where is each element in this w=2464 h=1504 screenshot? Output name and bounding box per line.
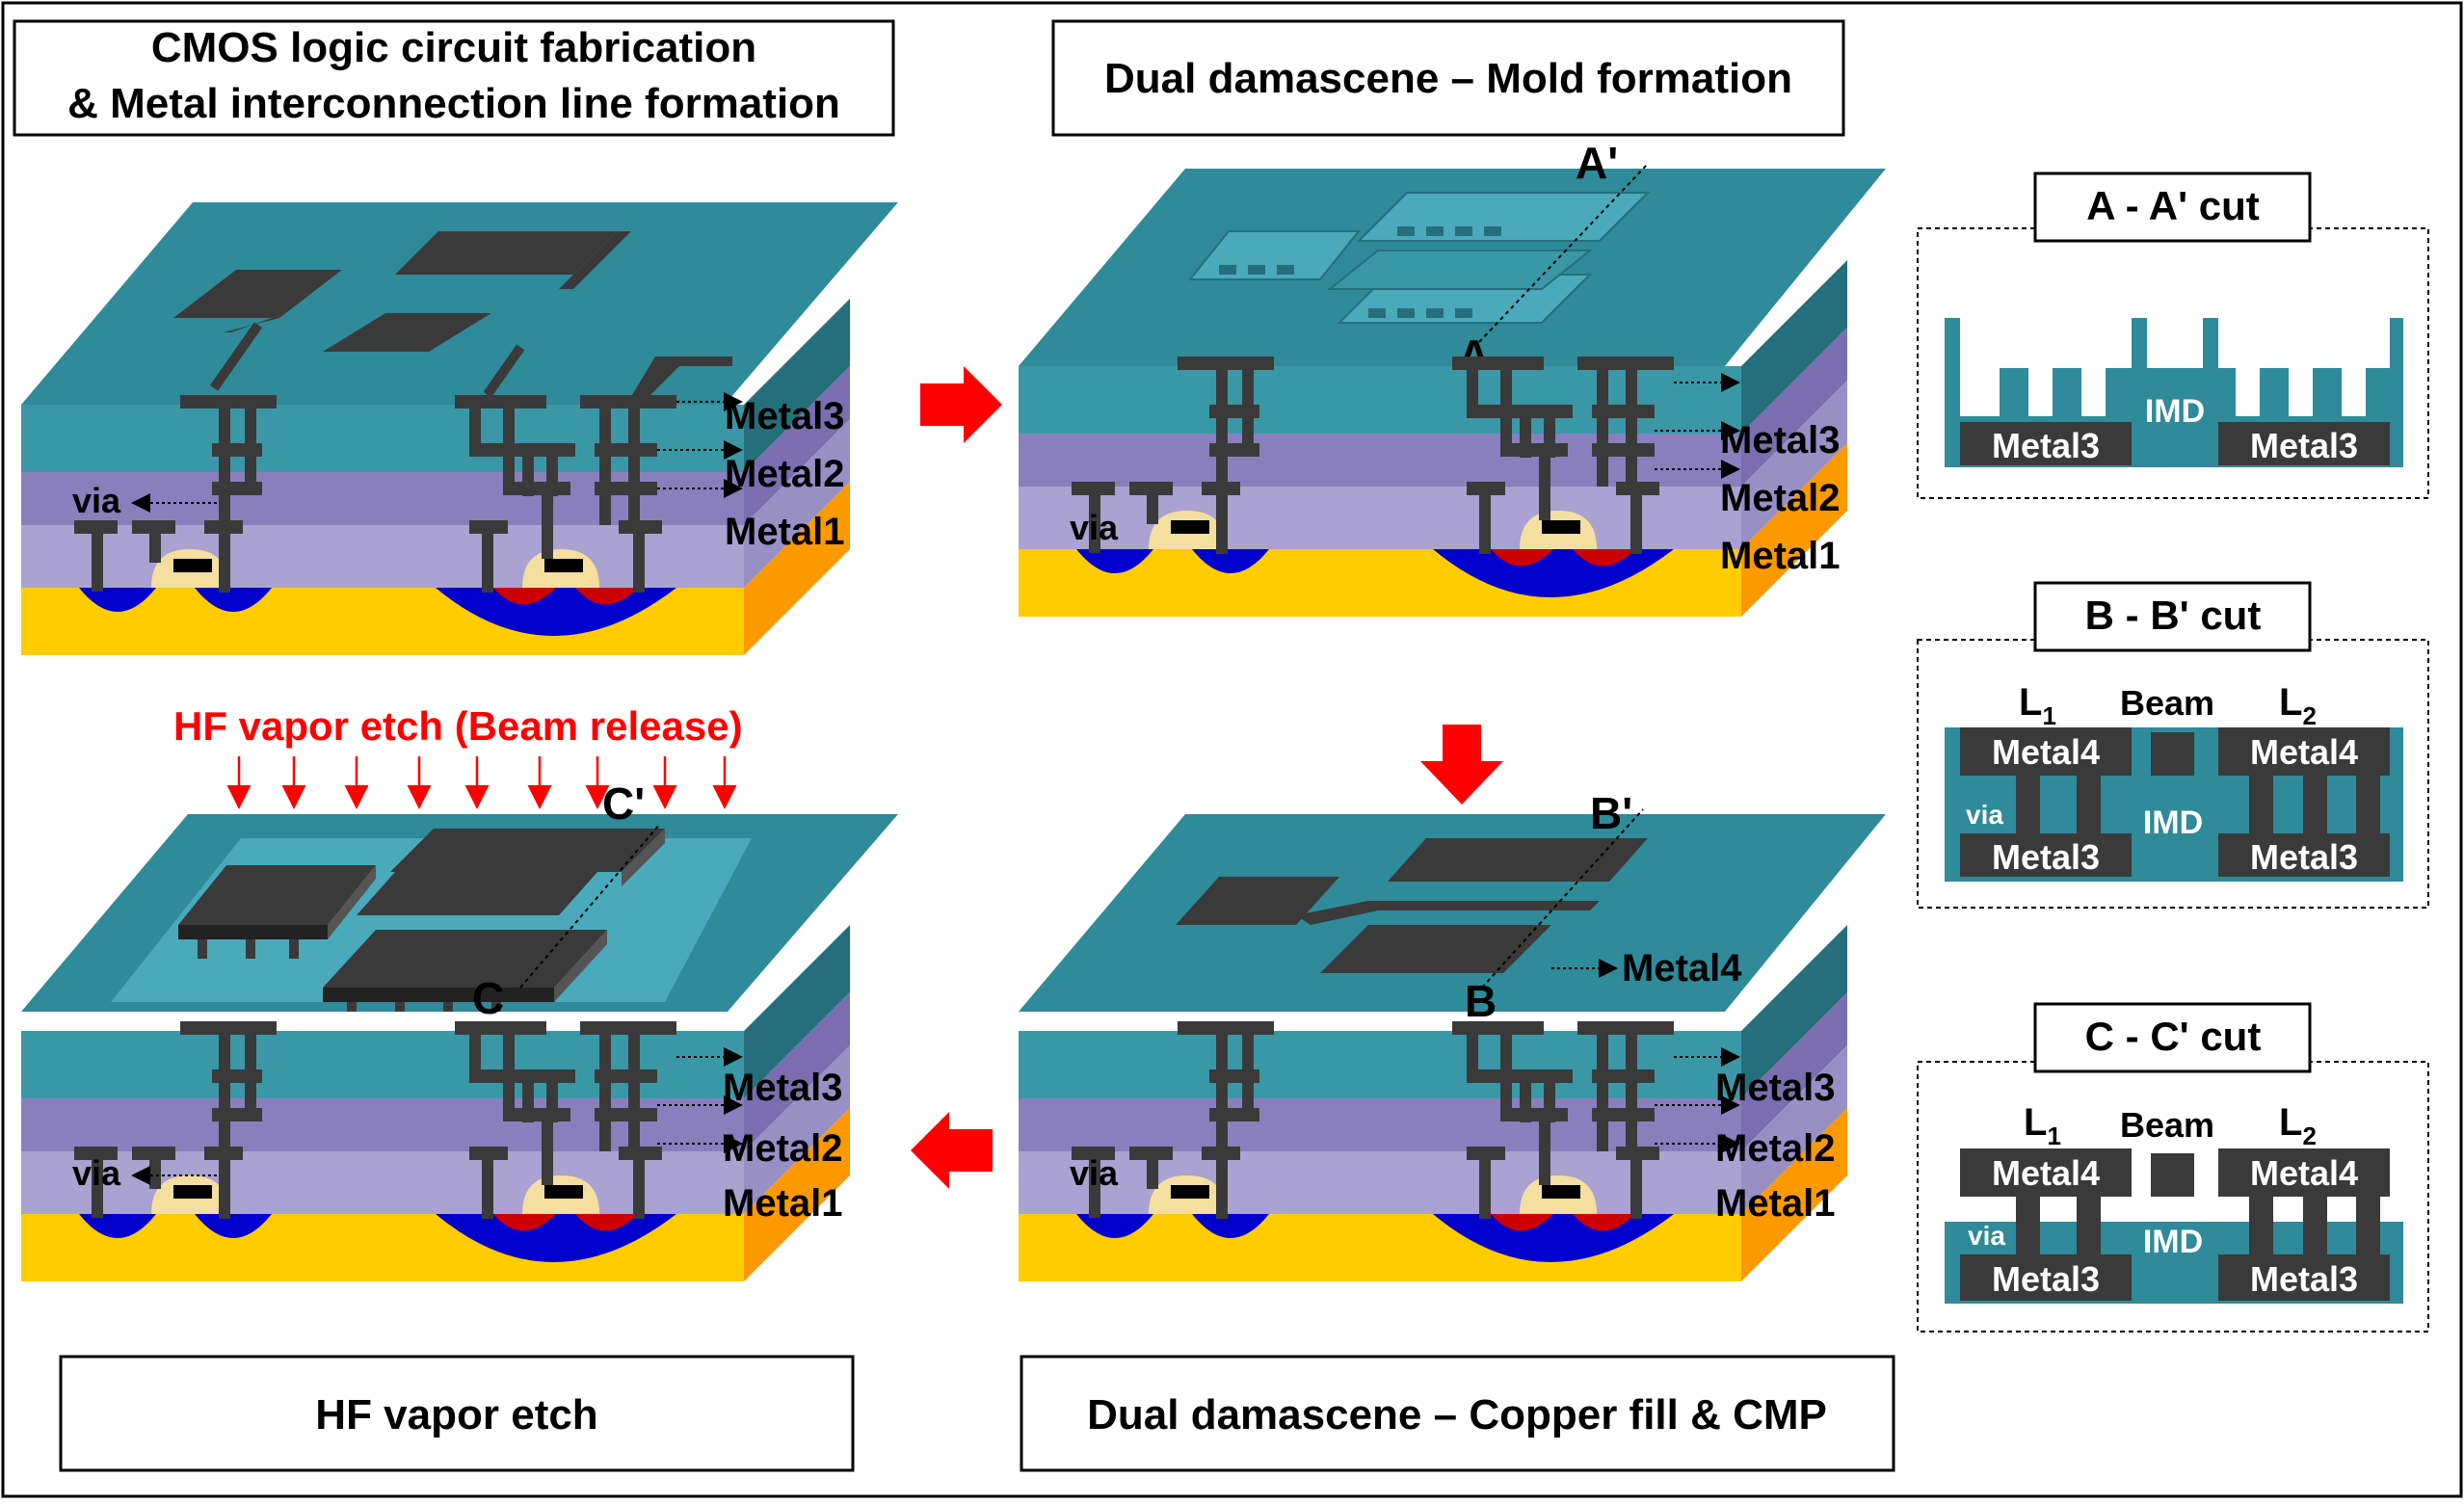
beam-label: Beam — [2120, 683, 2214, 723]
metal3-left-label: Metal3 — [1992, 426, 2100, 465]
label-metal1: Metal1 — [1715, 1182, 1836, 1225]
arrow-right — [920, 366, 1002, 443]
metal3-left-label: Metal3 — [1992, 837, 2100, 877]
metal4-block — [1960, 727, 2132, 776]
label-metal4: Metal4 — [1622, 947, 1742, 989]
metal4-block — [2218, 1148, 2390, 1197]
cut-title-box — [2033, 581, 2312, 652]
label-metal1: Metal1 — [723, 1182, 843, 1225]
panel-title-box — [59, 1355, 855, 1472]
panel-title-box — [13, 19, 895, 137]
metal3-top-lines — [173, 231, 732, 405]
label-via: via — [1070, 1153, 1119, 1193]
cut-line-cc — [519, 823, 661, 989]
via-label: via — [1966, 800, 2003, 830]
panel-title-box — [1051, 19, 1845, 137]
label-metal3: Metal3 — [1720, 419, 1841, 462]
cut-title-box — [2033, 172, 2312, 243]
cross-section-bb: B - B' cut L1 Beam L2 Metal4 Metal4 via … — [1917, 581, 2429, 909]
metal3-right-label: Metal3 — [2250, 1259, 2358, 1299]
panel-title-line2: & Metal interconnection line formation — [67, 80, 840, 127]
etch-arrows — [226, 756, 737, 809]
panel-title-line1: CMOS logic circuit fabrication — [151, 24, 756, 71]
metal3-block — [2218, 422, 2390, 465]
cut-title: C - C' cut — [2085, 1014, 2262, 1059]
released-beams — [178, 829, 665, 1012]
cut-title: A - A' cut — [2086, 183, 2260, 228]
panel-title: Dual damascene – Copper fill & CMP — [1087, 1391, 1827, 1438]
label-metal2: Metal2 — [723, 1127, 843, 1170]
label-metal3: Metal3 — [1715, 1067, 1836, 1109]
cut-title-box — [2033, 1002, 2312, 1073]
beam-block — [2151, 732, 2194, 776]
cut-line-aa — [1478, 163, 1649, 343]
panel-mold-formation: Dual damascene – Mold formation A A' Met… — [1019, 19, 1886, 617]
metal4-left-label: Metal4 — [1992, 732, 2100, 772]
cross-section-cc: C - C' cut L1 Beam L2 Metal4 Metal4 via … — [1917, 1002, 2429, 1332]
metal4-right-label: Metal4 — [2250, 732, 2358, 772]
beam-label: Beam — [2120, 1105, 2214, 1145]
cut-label-c: C — [472, 973, 504, 1023]
metal4-pattern — [1176, 838, 1648, 973]
via-label: via — [1968, 1221, 2005, 1251]
label-metal1: Metal1 — [725, 511, 845, 553]
panel-hf-vapor-etch: HF vapor etch HF vapor etch (Beam releas… — [21, 703, 898, 1472]
cross-section-aa: A - A' cut Metal3 Metal3 IMD — [1917, 172, 2429, 499]
cut-label-c-prime: C' — [602, 778, 645, 829]
panel-title-box — [1020, 1355, 1895, 1472]
imd-label: IMD — [2143, 805, 2203, 841]
etch-label: HF vapor etch (Beam release) — [173, 703, 743, 749]
label-metal2: Metal2 — [1715, 1127, 1836, 1170]
metal3-right-label: Metal3 — [2250, 426, 2358, 465]
metal3-left-label: Metal3 — [1992, 1259, 2100, 1299]
metal4-right-label: Metal4 — [2250, 1153, 2358, 1193]
l1-label: L1 — [2019, 681, 2056, 730]
panel-title: HF vapor etch — [315, 1391, 597, 1438]
mold-trenches — [1187, 192, 1651, 324]
cut-label-a-prime: A' — [1576, 138, 1618, 188]
arrow-down — [1420, 725, 1503, 805]
metal3-right-label: Metal3 — [2250, 837, 2358, 877]
metal3-block — [1960, 1254, 2132, 1301]
arrow-left — [911, 1112, 993, 1189]
metal3-block — [1960, 833, 2132, 877]
cut-line-bb — [1481, 808, 1644, 989]
beam-block — [2151, 1153, 2194, 1197]
imd-label: IMD — [2145, 393, 2205, 430]
l2-label: L2 — [2279, 681, 2317, 730]
l1-label: L1 — [2024, 1101, 2061, 1150]
label-via: via — [72, 1153, 121, 1193]
label-via: via — [72, 481, 121, 520]
cut-title: B - B' cut — [2085, 593, 2262, 638]
metal4-block — [1960, 1148, 2132, 1197]
metal4-left-label: Metal4 — [1992, 1153, 2100, 1193]
panel-copper-fill: Dual damascene – Copper fill & CMP B B' … — [1019, 788, 1895, 1472]
chip-top-surface — [1019, 814, 1886, 1012]
metal3-block — [1960, 422, 2132, 465]
label-metal1: Metal1 — [1720, 535, 1841, 577]
cut-label-b: B — [1465, 976, 1497, 1026]
label-metal3: Metal3 — [723, 1067, 843, 1109]
label-via: via — [1070, 508, 1119, 547]
panel-title: Dual damascene – Mold formation — [1104, 55, 1792, 102]
label-metal2: Metal2 — [1720, 477, 1841, 519]
label-metal3: Metal3 — [725, 395, 845, 437]
metal4-block — [2218, 727, 2390, 776]
label-metal2: Metal2 — [725, 453, 845, 495]
l2-label: L2 — [2279, 1101, 2317, 1150]
metal3-block — [2218, 1254, 2390, 1301]
cut-label-b-prime: B' — [1590, 788, 1632, 838]
panel-cmos-fabrication: CMOS logic circuit fabrication & Metal i… — [13, 19, 898, 655]
metal3-block — [2218, 833, 2390, 877]
imd-label: IMD — [2143, 1224, 2203, 1260]
